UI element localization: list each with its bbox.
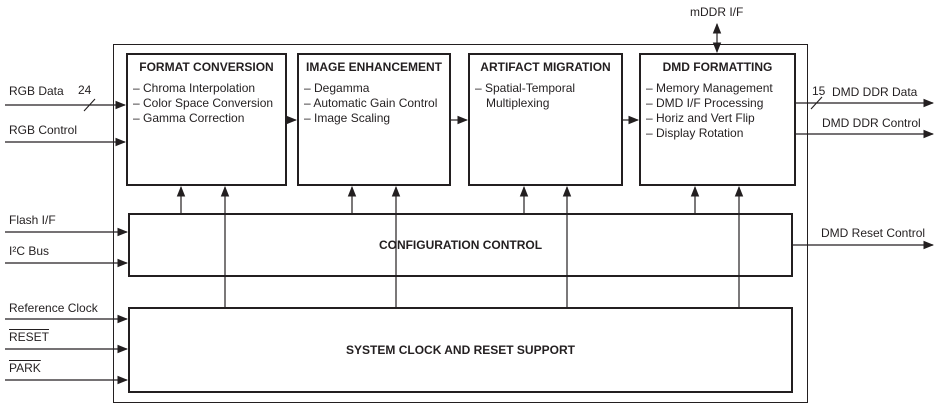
block-item: – Gamma Correction [133,111,245,125]
rgb-control-label: RGB Control [9,123,78,137]
block-item: – DMD I/F Processing [646,96,764,110]
rgb-data-bus-width: 24 [78,83,92,97]
block-title: DMD FORMATTING [662,60,773,74]
dmd-ddr-control-label: DMD DDR Control [822,116,921,130]
block-item-list: – Degamma – Automatic Gain Control – Ima… [299,81,449,126]
block-item: – Chroma Interpolation [133,81,256,95]
block-format-conversion: FORMAT CONVERSION – Chroma Interpolation… [126,53,287,186]
park-label: PARK [9,361,41,375]
block-title: ARTIFACT MIGRATION [480,60,611,74]
dmd-ddr-data-bus-width: 15 [812,84,826,98]
block-configuration-control: CONFIGURATION CONTROL [128,213,793,277]
block-item-list: – Chroma Interpolation – Color Space Con… [128,81,285,126]
dmd-ddr-data-bus-slash [810,96,823,110]
rgb-data-label: RGB Data [9,84,64,98]
reference-clock-label: Reference Clock [9,301,98,315]
dmd-ddr-data-label: DMD DDR Data [832,85,918,99]
block-item: – Color Space Conversion [133,96,274,110]
block-title: FORMAT CONVERSION [139,60,274,74]
block-item: – Memory Management [646,81,773,95]
block-item: – Image Scaling [304,111,391,125]
rgb-data-bus-slash [83,98,96,112]
block-artifact-migration: ARTIFACT MIGRATION – Spatial-Temporal Mu… [468,53,623,186]
block-item-list: – Spatial-Temporal Multiplexing [470,81,621,111]
flash-if-label: Flash I/F [9,213,56,227]
i2c-bus-label: I²C Bus [9,244,50,258]
mddr-if-label: mDDR I/F [690,5,744,19]
block-system-clock-reset: SYSTEM CLOCK AND RESET SUPPORT [128,307,793,393]
block-title: IMAGE ENHANCEMENT [305,60,442,74]
block-title: SYSTEM CLOCK AND RESET SUPPORT [346,342,575,357]
block-item: – Horiz and Vert Flip [646,111,755,125]
block-title: CONFIGURATION CONTROL [378,237,543,252]
dmd-reset-control-label: DMD Reset Control [821,226,926,240]
reset-label: RESET [9,330,50,344]
block-item-list: – Memory Management – DMD I/F Processing… [641,81,794,141]
block-item: – Spatial-Temporal Multiplexing [475,81,576,110]
block-image-enhancement: IMAGE ENHANCEMENT – Degamma – Automatic … [297,53,451,186]
block-item: – Display Rotation [646,126,744,140]
block-dmd-formatting: DMD FORMATTING – Memory Management – DMD… [639,53,796,186]
block-item: – Automatic Gain Control [304,96,438,110]
block-item: – Degamma [304,81,370,95]
